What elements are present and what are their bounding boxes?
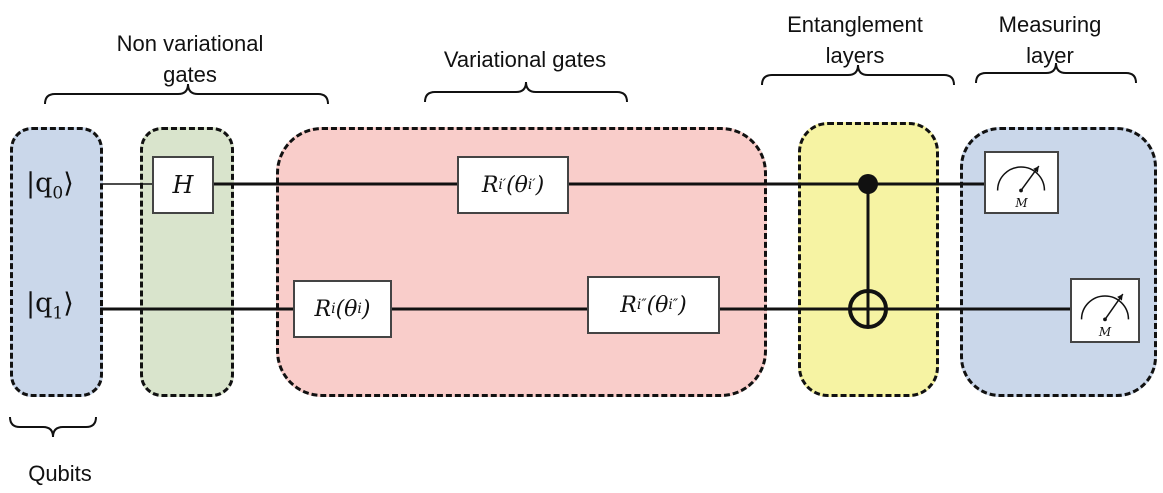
qubits-group-box [10,127,103,397]
cnot-target-circle [848,289,888,329]
measurement-meter-q1: M [1070,278,1140,343]
brace-entanglement [761,64,955,86]
hadamard-gate: H [152,156,214,214]
qubit-0-ket: |q0⟩ [26,168,74,204]
brace-non-variational [44,83,329,105]
variational-gates-label: Variational gates [443,47,607,72]
meter-label: M [1098,325,1112,339]
non-variational-gates-label: Non variational gates [116,31,264,87]
measuring-layer-label: Measuring layer [998,12,1102,68]
brace-variational [424,81,628,103]
meter-label: M [1015,196,1028,210]
qubit-1-ket: |q1⟩ [26,288,74,324]
brace-measuring [975,62,1137,84]
measurement-meter-q0: M [984,151,1059,214]
meter-dial-icon [1080,293,1130,322]
entanglement-layers-label: Entanglement layers [787,12,923,68]
meter-dial-icon [996,165,1046,193]
cnot-control-dot [858,174,878,194]
qubits-label: Qubits [28,461,92,486]
brace-qubits [9,416,97,438]
